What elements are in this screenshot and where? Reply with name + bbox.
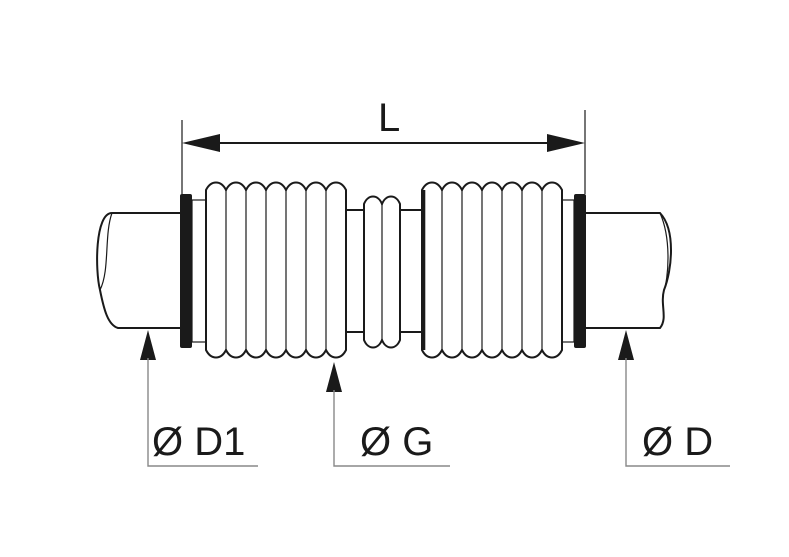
left-end-collar xyxy=(180,194,207,348)
g-label: Ø G xyxy=(360,420,433,464)
left-corrugated-body xyxy=(205,181,347,359)
length-label: L xyxy=(378,96,400,140)
right-pipe xyxy=(584,212,672,329)
g-leader xyxy=(326,362,450,467)
left-pipe xyxy=(96,212,182,329)
d1-leader xyxy=(140,330,258,467)
right-corrugated-body xyxy=(421,181,563,359)
d1-label: Ø D1 xyxy=(152,420,245,464)
center-neck xyxy=(345,195,423,349)
d-leader xyxy=(618,330,730,467)
right-end-collar xyxy=(559,194,586,348)
d-label: Ø D xyxy=(642,420,713,464)
length-dimension xyxy=(181,110,586,194)
